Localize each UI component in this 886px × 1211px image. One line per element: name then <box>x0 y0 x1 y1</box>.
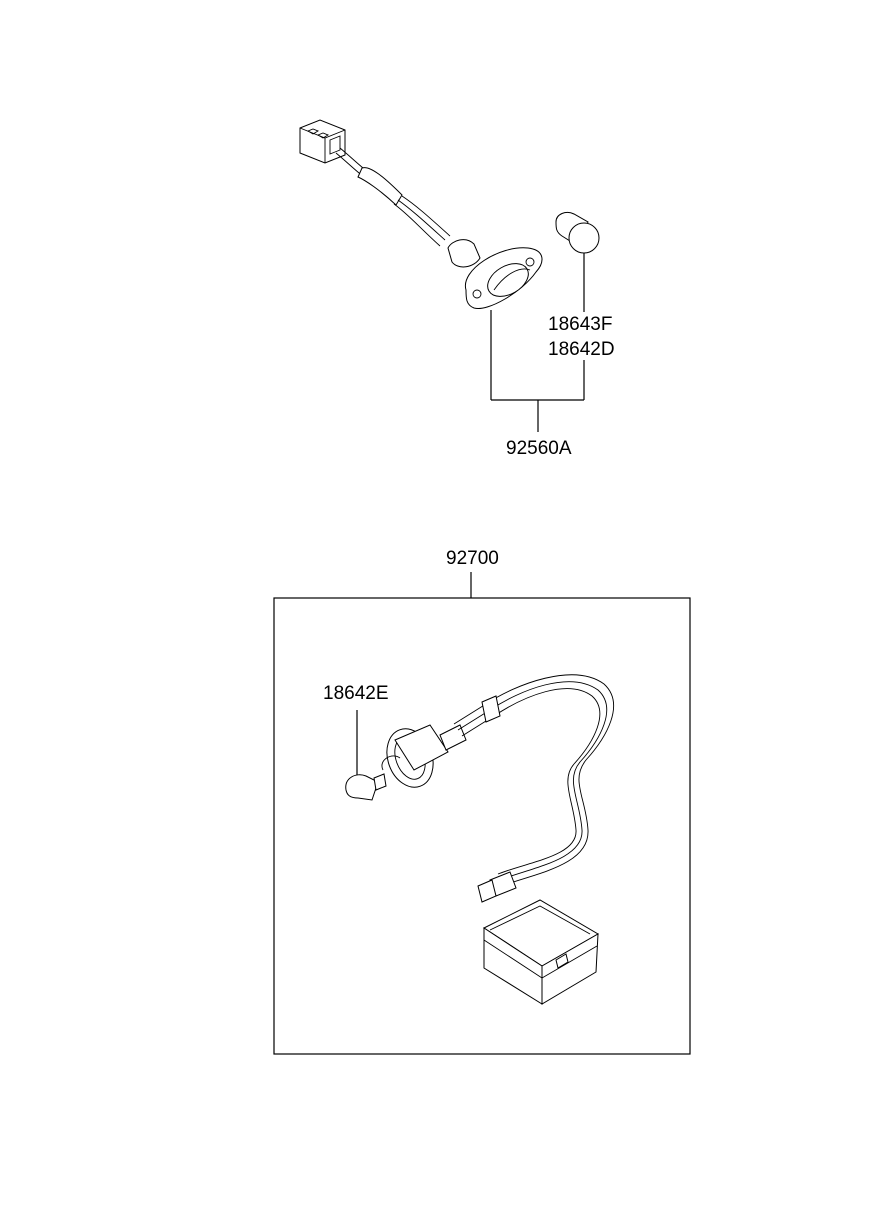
license-lamp-assembly <box>299 119 543 309</box>
bulb-socket <box>381 724 467 788</box>
bulb-part-number-18642d: 18642D <box>548 339 615 360</box>
kit-part-number: 92700 <box>446 548 499 569</box>
kit-bulb-part-number: 18642E <box>323 683 389 704</box>
bulb-part-number-18643f: 18643F <box>548 314 612 335</box>
kit-boundary-box <box>273 597 691 1055</box>
lamp-part-number: 92560A <box>506 438 572 459</box>
leader-lines-top <box>490 253 585 432</box>
kit-case <box>482 899 599 1005</box>
kit-wire-harness <box>453 674 615 903</box>
wedge-bulb <box>555 211 600 254</box>
kit-bulb <box>345 773 387 801</box>
harness-connector <box>299 119 346 164</box>
